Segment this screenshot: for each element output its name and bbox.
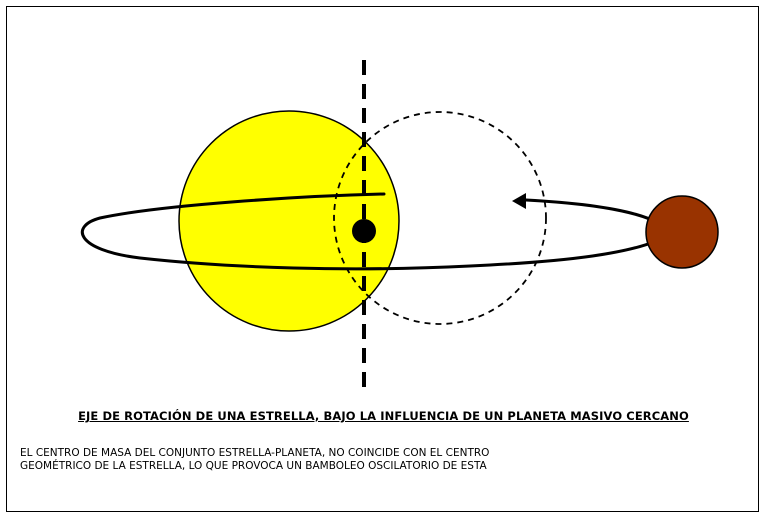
center-of-mass-dot — [352, 219, 376, 243]
wobble-dashed-circle — [333, 111, 547, 325]
planet-circle — [645, 195, 719, 269]
diagram-title: EJE DE ROTACIÓN DE UNA ESTRELLA, BAJO LA… — [78, 409, 689, 423]
star-planet-diagram — [81, 60, 719, 390]
description-line-2: GEOMÉTRICO DE LA ESTRELLA, LO QUE PROVOC… — [20, 460, 487, 472]
orbit-direction-arrow — [512, 193, 526, 209]
diagram-description: EL CENTRO DE MASA DEL CONJUNTO ESTRELLA-… — [20, 447, 740, 473]
description-line-1: EL CENTRO DE MASA DEL CONJUNTO ESTRELLA-… — [20, 447, 490, 459]
star-circle — [178, 110, 400, 332]
